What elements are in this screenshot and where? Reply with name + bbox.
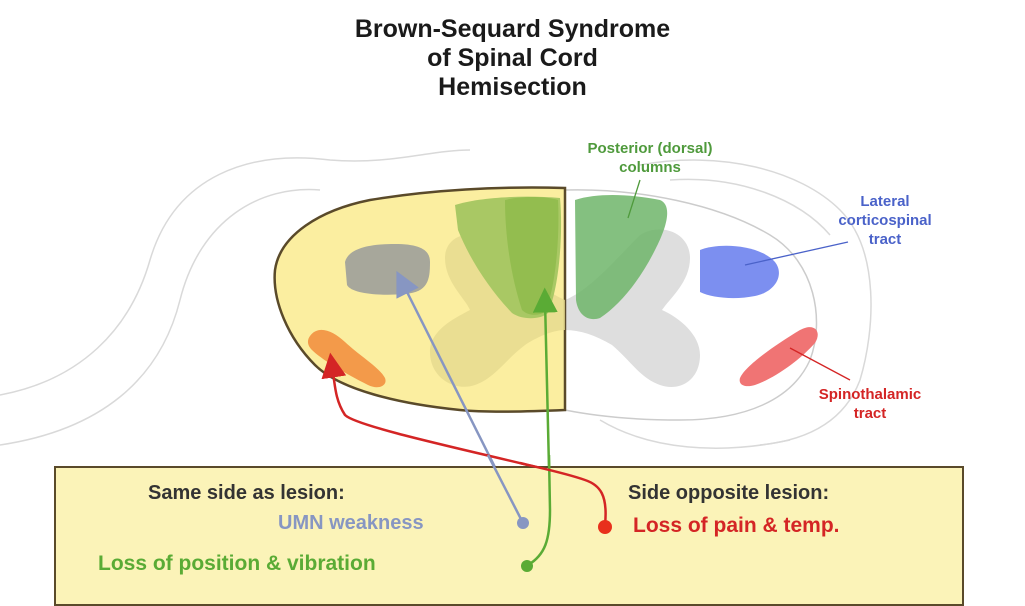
position-dot: [521, 560, 533, 572]
umn-weakness-text: UMN weakness: [278, 512, 424, 535]
same-side-heading: Same side as lesion:: [148, 482, 345, 505]
pain-dot: [598, 520, 612, 534]
opposite-side-heading: Side opposite lesion:: [628, 482, 829, 505]
pain-pathway-tail: [520, 463, 606, 525]
loss-pain-text: Loss of pain & temp.: [633, 514, 840, 538]
umn-pathway-tail: [488, 455, 523, 523]
umn-dot: [517, 517, 529, 529]
position-pathway-tail: [528, 455, 550, 565]
loss-position-text: Loss of position & vibration: [98, 552, 376, 576]
